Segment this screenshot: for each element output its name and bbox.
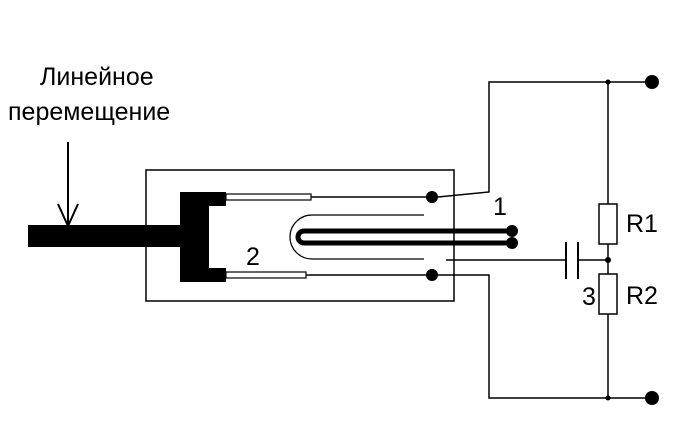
caption-line-2: перемещение xyxy=(8,98,170,126)
output-terminal-bottom xyxy=(645,391,659,405)
wire-bottom-output xyxy=(438,274,652,399)
slider-bottom-arm xyxy=(209,268,226,282)
label-1: 1 xyxy=(493,193,507,221)
terminal-loop-bottom xyxy=(506,237,518,249)
label-r2: R2 xyxy=(626,282,658,310)
terminal-lower xyxy=(426,269,438,281)
label-2: 2 xyxy=(246,243,260,271)
heating-loop xyxy=(295,228,512,246)
output-terminal-top xyxy=(645,75,659,89)
label-3: 3 xyxy=(582,283,596,311)
terminal-loop-top xyxy=(506,225,518,237)
terminal-upper xyxy=(426,191,438,203)
caption-line-1: Линейное xyxy=(40,63,154,91)
u-shaped-element xyxy=(289,214,424,260)
push-rod xyxy=(28,225,184,247)
slider-top-arm xyxy=(209,192,226,206)
junction-middle xyxy=(605,257,611,263)
junction-bottom xyxy=(605,395,611,401)
wire-top-output xyxy=(437,81,652,198)
displacement-arrow xyxy=(57,142,79,229)
resistor-r2 xyxy=(598,273,618,315)
slider-block xyxy=(180,192,209,282)
label-r1: R1 xyxy=(626,210,658,238)
upper-contact-strip xyxy=(225,193,312,201)
resistor-r1 xyxy=(598,203,618,245)
junction-top xyxy=(605,79,611,85)
lower-contact-strip xyxy=(225,271,307,279)
